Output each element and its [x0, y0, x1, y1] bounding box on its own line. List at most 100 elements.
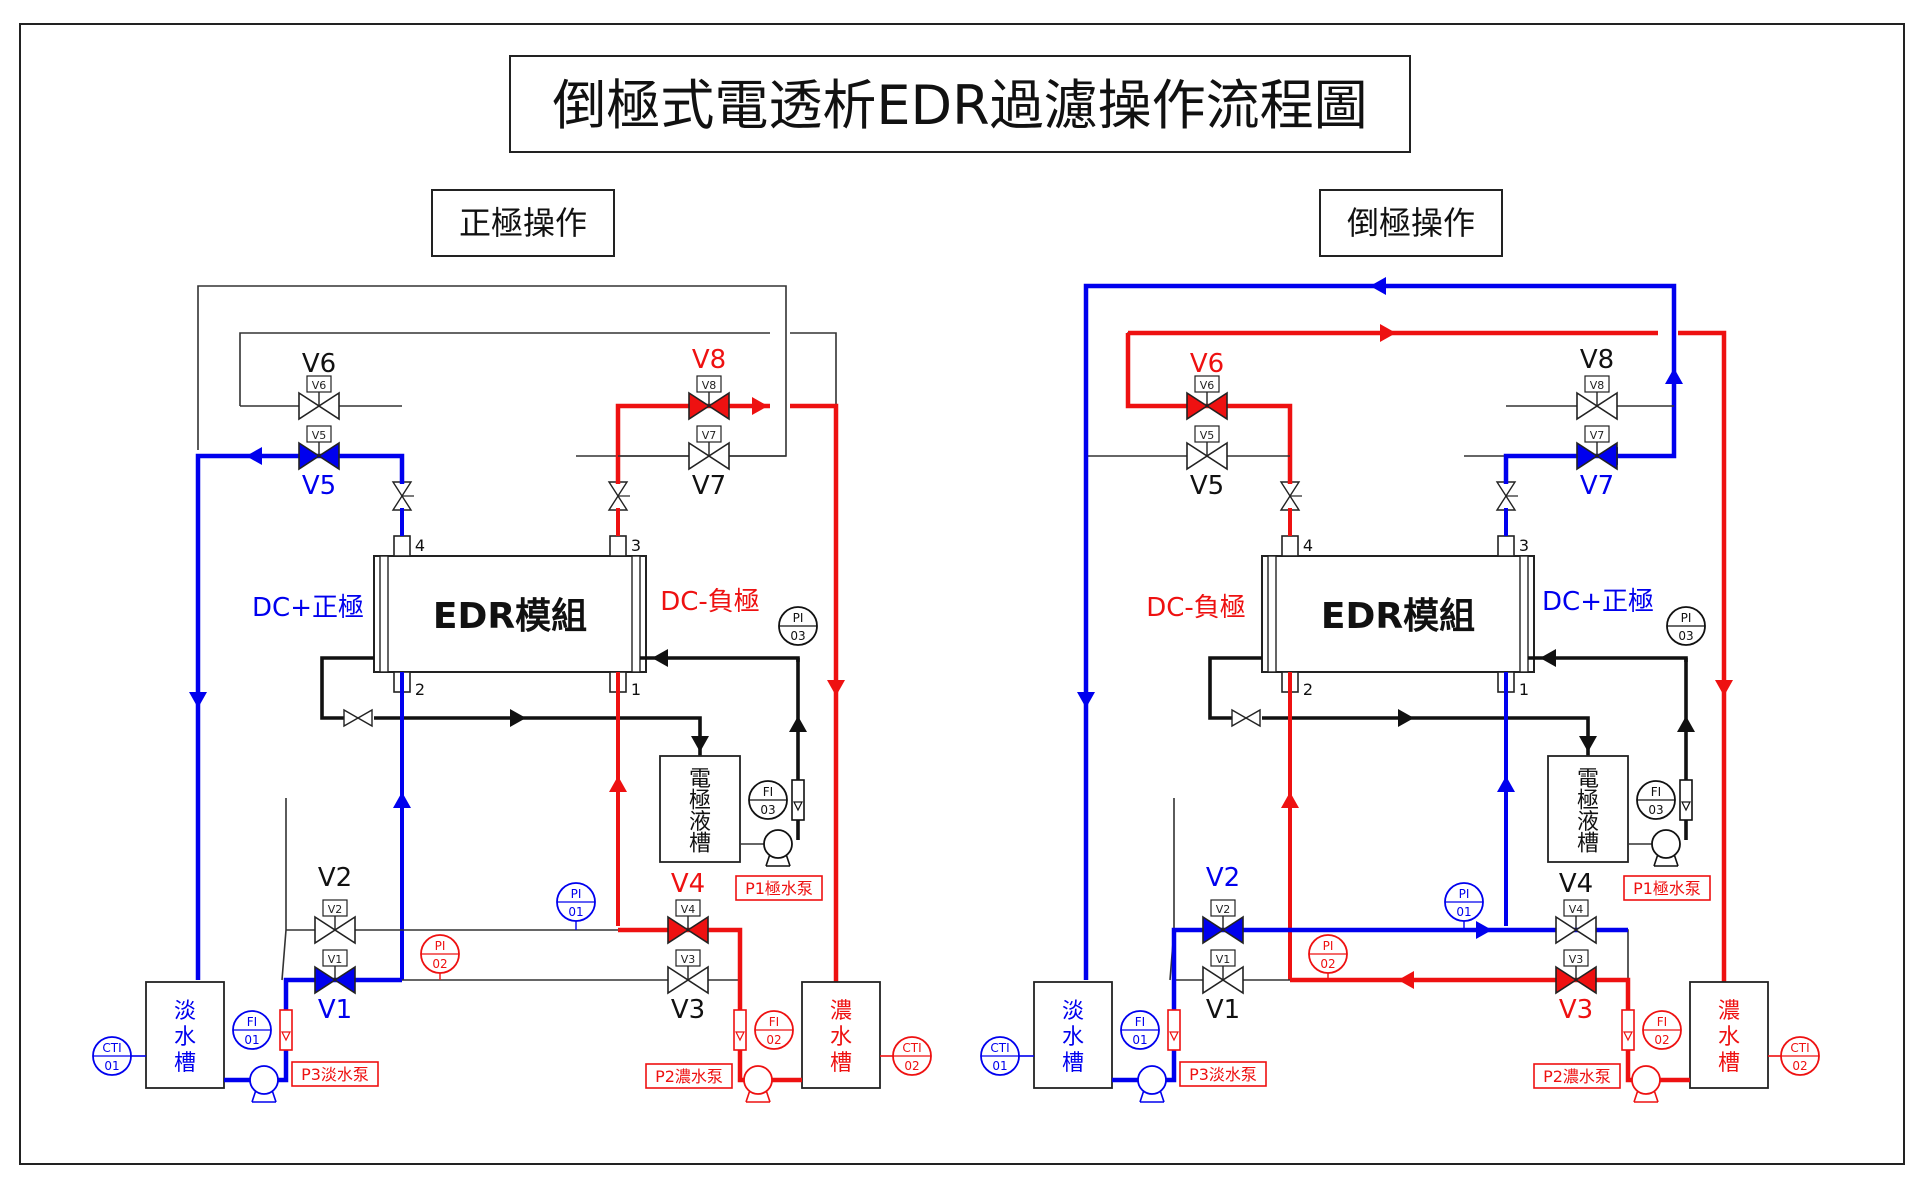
rotameter-fi02: [1621, 1009, 1635, 1051]
valve-tag-box: [322, 949, 348, 967]
edr-module-label: EDR模組: [433, 596, 587, 637]
pump-casing: [1631, 1065, 1661, 1095]
valve-body-left: [688, 391, 711, 421]
flow-arrow: [246, 447, 262, 465]
instrument-number: 02: [766, 1033, 781, 1047]
valve-tag-box: [1210, 899, 1236, 917]
valve-tag: V3: [681, 953, 696, 966]
flow-arrow: [1540, 649, 1556, 667]
concentrate-tank: 濃水槽: [801, 981, 881, 1089]
valve-body-left: [343, 708, 360, 728]
valve-body-left: [1202, 915, 1225, 945]
valve-tag-box: [696, 375, 722, 393]
tank-label-char: 水: [174, 1025, 196, 1050]
rotameter-fi02: [733, 1009, 747, 1051]
electrode-return-line: [320, 656, 374, 720]
rotameter-fi03: [791, 779, 805, 821]
instrument-number: 01: [1456, 905, 1471, 919]
valve-tag: V8: [1590, 379, 1605, 392]
valve-tag: V2: [328, 903, 343, 916]
valve-v3: V3: [667, 949, 709, 995]
instrument-type: CTI: [1790, 1041, 1809, 1055]
edr-port-number: 1: [631, 680, 641, 699]
valve-body-right: [333, 915, 356, 945]
valve-tag: V8: [702, 379, 717, 392]
pump-p2: [743, 1065, 773, 1103]
instrument-number: 01: [104, 1059, 119, 1073]
bypass-line-inner-left: [239, 332, 770, 406]
instrument-number: 02: [1654, 1033, 1669, 1047]
instrument-type: PI: [571, 887, 582, 901]
pump-label-box: [291, 1061, 379, 1087]
dc-label-left: DC-負極: [1146, 593, 1246, 623]
fresh-pump-discharge: [276, 1040, 289, 1083]
tank-body: [801, 981, 881, 1089]
valve-body-left: [667, 965, 690, 995]
instrument-type: FI: [1135, 1015, 1145, 1029]
pump-label: P3淡水泵: [1189, 1065, 1257, 1084]
flow-arrow: [1370, 277, 1386, 295]
tank-label-char: 水: [1062, 1025, 1084, 1050]
tank-label-char: 水: [1718, 1025, 1740, 1050]
pump-p1-label: P1極水泵: [735, 875, 823, 901]
valve-tag: V6: [1200, 379, 1215, 392]
rotameter-tube: [1679, 779, 1693, 821]
tank-label-char: 電: [1577, 767, 1599, 792]
conc-return-line: [1678, 330, 1727, 1000]
instrument-number: 03: [760, 803, 775, 817]
instrument-type: CTI: [902, 1041, 921, 1055]
instrument-type: PI: [793, 611, 804, 625]
flow-arrow: [691, 736, 709, 752]
tank-label-char: 水: [830, 1025, 852, 1050]
valve-body-right: [1595, 391, 1618, 421]
flow-arrow: [1677, 716, 1695, 732]
valve-tag: V4: [1569, 903, 1584, 916]
flow-arrow: [393, 792, 411, 808]
fresh-pump-discharge: [1164, 1040, 1177, 1083]
edr-port-number: 4: [1303, 536, 1313, 555]
flow-arrow: [1398, 709, 1414, 727]
electrode-loop-valve: [1231, 708, 1261, 728]
valve-v1: V1: [314, 949, 356, 995]
pump-p2-label: P2濃水泵: [1533, 1063, 1621, 1089]
rotameter-tube: [1167, 1009, 1181, 1051]
instrument-number: 01: [992, 1059, 1007, 1073]
dc-label-right: DC+正極: [1542, 587, 1654, 617]
valve-tag: V3: [1569, 953, 1584, 966]
instrument-type: FI: [769, 1015, 779, 1029]
edr-port-number: 1: [1519, 680, 1529, 699]
flow-arrow: [1398, 971, 1414, 989]
tank-label-char: 極: [1577, 788, 1599, 813]
valve-v3: V3: [1555, 949, 1597, 995]
flow-arrow: [1281, 792, 1299, 808]
valve-tag: V1: [1216, 953, 1231, 966]
pump-casing: [743, 1065, 773, 1095]
fresh-water-tank: 淡水槽: [1033, 981, 1113, 1089]
instrument-fi02: FI 02: [754, 1010, 794, 1050]
instrument-type: FI: [247, 1015, 257, 1029]
rotameter-fi03: [1679, 779, 1693, 821]
instrument-number: 03: [790, 629, 805, 643]
pump-casing: [1137, 1065, 1167, 1095]
valve-tag: V7: [702, 429, 717, 442]
bypass-line-inner-right: [790, 332, 837, 412]
valve-body-right: [1221, 965, 1244, 995]
valve-body-right: [1205, 391, 1228, 421]
valve-tag-box: [1584, 425, 1610, 443]
valve-body-right: [1205, 441, 1228, 471]
flow-arrow: [752, 397, 768, 415]
valve-v5: V5: [298, 425, 340, 471]
tank-body: [1689, 981, 1769, 1089]
valve-body-left: [1555, 965, 1578, 995]
pump-casing: [249, 1065, 279, 1095]
tank-label-char: 淡: [174, 999, 196, 1024]
pump-p1-label: P1極水泵: [1623, 875, 1711, 901]
flow-arrow: [1715, 680, 1733, 696]
dc-label-right: DC-負極: [660, 587, 760, 617]
electrode-return-line: [1208, 656, 1262, 720]
valve-v6-label: V6: [1190, 349, 1224, 379]
